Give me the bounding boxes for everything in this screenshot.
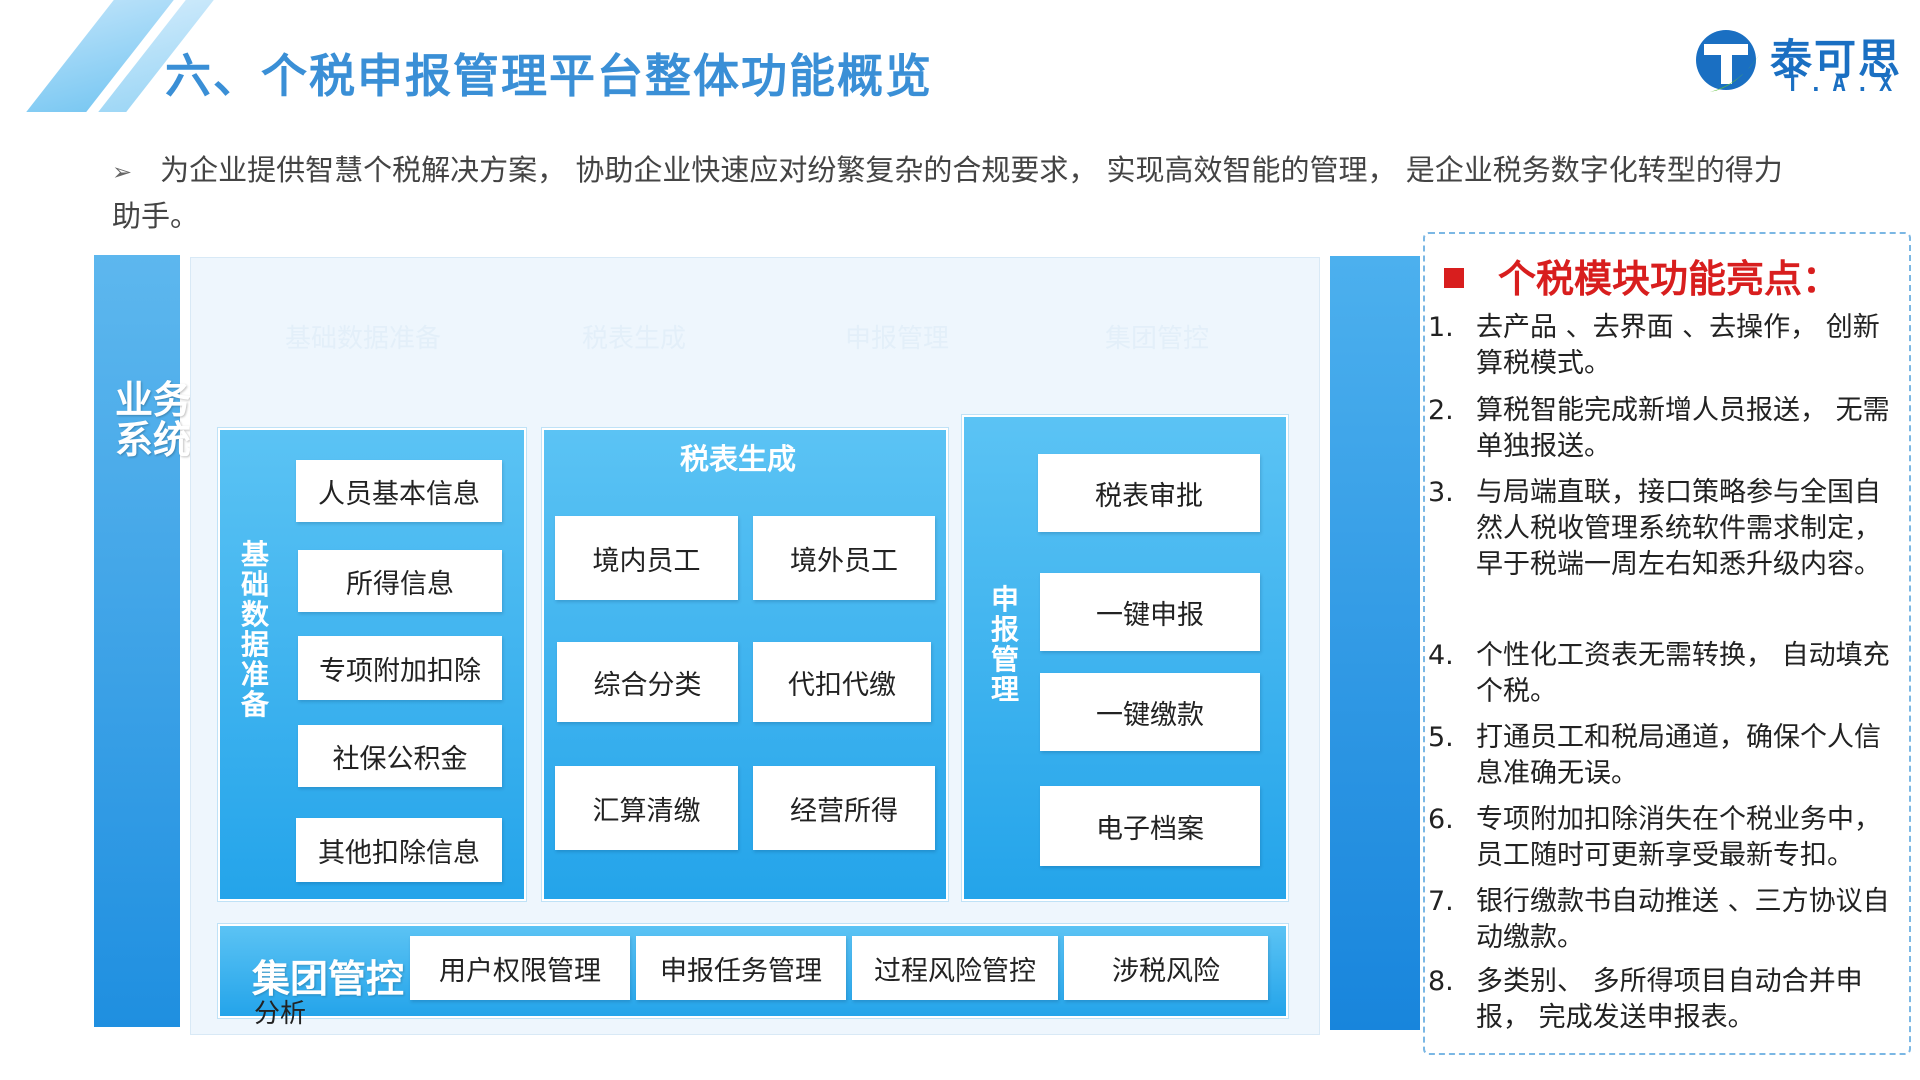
highlight-item: 6.专项附加扣除消失在个税业务中，员工随时可更新享受最新专扣。	[1428, 804, 1881, 871]
card-withholding[interactable]: 代扣代缴	[753, 642, 931, 722]
company-logo: 泰可思 T.A.X	[1690, 22, 1910, 102]
card-social-fund[interactable]: 社保公积金	[298, 725, 502, 787]
red-square-icon	[1444, 268, 1464, 288]
card-e-archive[interactable]: 电子档案	[1040, 786, 1260, 866]
card-comprehensive[interactable]: 综合分类	[557, 642, 738, 722]
highlights-title: 个税模块功能亮点：	[1444, 248, 1840, 303]
ghost-header-declare: 申报管理	[845, 324, 950, 354]
tax-gen-title: 税表生成	[680, 442, 797, 476]
ghost-header-basic: 基础数据准备	[285, 324, 442, 354]
highlight-item: 1.去产品 、去界面 、去操作， 创新算税模式。	[1428, 312, 1880, 379]
page-title: 六、个税申报管理平台整体功能概览	[165, 49, 933, 103]
ghost-header-taxgen: 税表生成	[582, 324, 687, 354]
highlight-item: 3.与局端直联，接口策略参与全国自然人税收管理系统软件需求制定， 早于税端一周左…	[1428, 477, 1881, 580]
card-user-permission[interactable]: 用户权限管理	[410, 936, 630, 1000]
card-basic-info[interactable]: 人员基本信息	[296, 460, 502, 522]
logo-text-en: T.A.X	[1786, 72, 1903, 97]
card-other-deduction[interactable]: 其他扣除信息	[296, 818, 502, 882]
logo-text-cn: 泰可思	[1770, 35, 1903, 84]
card-domestic-staff[interactable]: 境内员工	[555, 516, 738, 600]
group-control-subtitle: 分析	[254, 999, 307, 1029]
highlight-item: 2.算税智能完成新增人员报送， 无需单独报送。	[1428, 395, 1890, 462]
logo-mark-icon	[1696, 30, 1760, 92]
card-tax-approval[interactable]: 税表审批	[1038, 454, 1260, 532]
declare-label: 申报管理	[990, 583, 1019, 706]
card-overseas-staff[interactable]: 境外员工	[753, 516, 935, 600]
card-task-management[interactable]: 申报任务管理	[636, 936, 846, 1000]
card-business-income[interactable]: 经营所得	[753, 766, 935, 850]
card-annual-settlement[interactable]: 汇算清缴	[555, 766, 738, 850]
intro-paragraph: ➢为企业提供智慧个税解决方案， 协助企业快速应对纷繁复杂的合规要求， 实现高效智…	[112, 148, 1792, 238]
bullet-arrow-icon: ➢	[112, 158, 133, 186]
business-system-label: 业务系统	[115, 378, 192, 462]
ghost-header-group: 集团管控	[1105, 324, 1210, 354]
highlight-item: 4.个性化工资表无需转换， 自动填充个税。	[1428, 640, 1890, 707]
card-one-click-declare[interactable]: 一键申报	[1040, 573, 1260, 651]
business-system-bar	[94, 255, 180, 1027]
card-one-click-payment[interactable]: 一键缴款	[1040, 673, 1260, 751]
card-process-risk[interactable]: 过程风险管控	[852, 936, 1058, 1000]
card-income-info[interactable]: 所得信息	[298, 550, 502, 612]
card-tax-risk[interactable]: 涉税风险	[1064, 936, 1268, 1000]
highlight-item: 8.多类别、 多所得项目自动合并申报， 完成发送申报表。	[1428, 966, 1863, 1033]
basic-data-label: 基础数据准备	[240, 538, 269, 721]
group-control-title: 集团管控	[252, 957, 405, 1001]
right-side-bar	[1330, 256, 1420, 1030]
highlight-item: 7.银行缴款书自动推送 、三方协议自动缴款。	[1428, 886, 1890, 953]
highlight-item: 5.打通员工和税局通道，确保个人信息准确无误。	[1428, 722, 1881, 789]
intro-text: 为企业提供智慧个税解决方案， 协助企业快速应对纷繁复杂的合规要求， 实现高效智能…	[112, 153, 1783, 233]
card-special-deduction[interactable]: 专项附加扣除	[298, 636, 502, 700]
highlights-box	[1423, 232, 1911, 1055]
